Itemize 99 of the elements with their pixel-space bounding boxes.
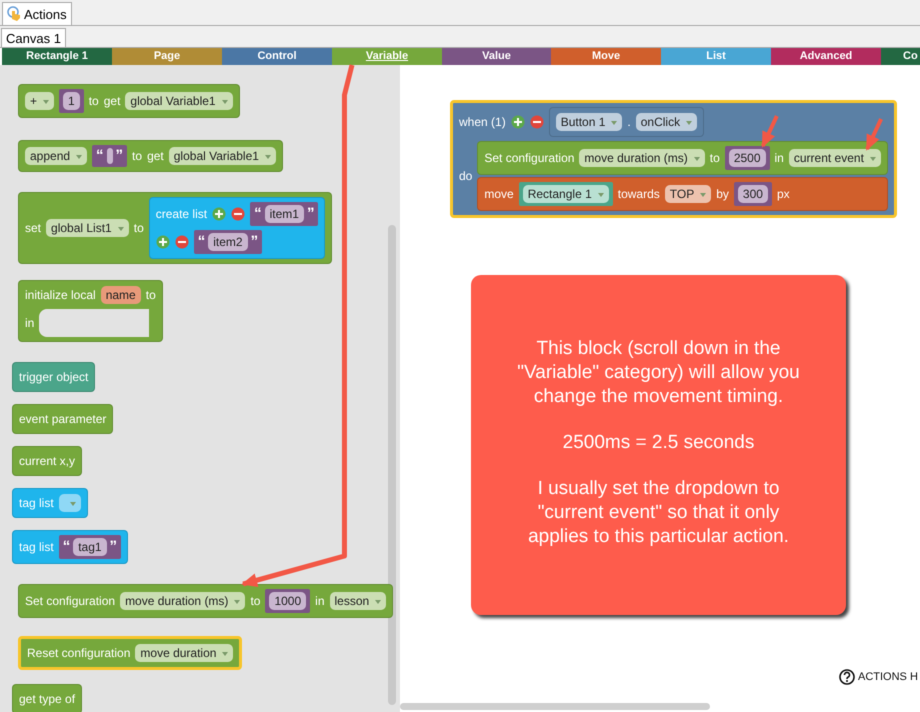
text-field: item2 [208, 233, 248, 251]
block-label: in [774, 151, 784, 165]
dropdown-field: move duration (ms) [120, 592, 246, 610]
dropdown-field: onClick [636, 113, 698, 131]
block-label: move [484, 187, 514, 201]
block-label: trigger object [19, 370, 88, 384]
category-tab: Advanced [771, 48, 881, 65]
block-label: current x,y [19, 454, 76, 468]
block-label: to [710, 151, 720, 165]
code-block [18, 84, 240, 118]
code-block [148, 197, 326, 259]
block-label: to [132, 149, 142, 163]
quote-mark: “ [198, 236, 206, 248]
block-label: get type of [19, 692, 76, 706]
block-label: to [88, 94, 99, 108]
block-label: initialize local [25, 288, 96, 302]
quote-mark: ” [306, 208, 314, 220]
block-label: create list [156, 207, 208, 221]
block-label: to [250, 594, 260, 608]
category-tab: Page [112, 48, 222, 65]
dropdown-field: current event [788, 149, 881, 167]
number-field: 2500 [728, 149, 766, 167]
dropdown-field: + [25, 92, 54, 110]
category-tab: Rectangle 1 [2, 48, 112, 65]
number-field: 1 [63, 92, 80, 110]
window-tab [2, 2, 72, 25]
tab-label: Actions [24, 6, 67, 22]
dropdown-field: append [25, 147, 88, 165]
block-label: to [146, 288, 156, 302]
note-card [471, 275, 846, 615]
category-tab: Co [881, 48, 920, 65]
code-block [450, 100, 897, 218]
block-label: when (1) [459, 115, 506, 129]
dropdown-field: Button 1 [556, 113, 622, 131]
block-label: set [25, 221, 42, 235]
block-label: towards [618, 187, 660, 201]
code-block [18, 636, 242, 670]
block-label: do [459, 169, 472, 183]
block-label: by [716, 187, 729, 201]
quote-mark: ” [116, 150, 124, 162]
quote-mark: ” [110, 541, 118, 553]
dropdown-field: TOP [664, 185, 712, 203]
code-block [18, 140, 283, 172]
arrow [865, 118, 883, 151]
code-block [18, 192, 332, 264]
code-block [12, 446, 82, 476]
code-block [477, 141, 888, 175]
block-label: px [776, 187, 790, 201]
block-label: tag list [19, 496, 54, 510]
block-label: Reset configuration [27, 646, 130, 660]
code-block [12, 488, 88, 518]
block-label: tag list [19, 540, 54, 554]
quote-mark: “ [96, 150, 104, 162]
code-block [12, 404, 114, 434]
block-label: Set configuration [484, 151, 574, 165]
code-block [12, 684, 82, 712]
code-block [548, 107, 704, 137]
dropdown-field: lesson [330, 592, 386, 610]
quote-mark: ” [250, 236, 258, 248]
code-block [12, 530, 128, 564]
block-label: in [25, 316, 34, 330]
help-link: ACTIONS H [858, 671, 918, 683]
code-block [18, 584, 394, 618]
code-block [477, 177, 888, 211]
code-block [18, 280, 163, 342]
note-text: I usually set the dropdown to "current event" so that it only applies to this particular action. [527, 477, 790, 549]
block-label: get [147, 149, 164, 163]
block-label: event parameter [19, 412, 106, 426]
category-tab: Variable [332, 48, 442, 65]
number-field: 1000 [269, 592, 306, 610]
quote-mark: “ [254, 208, 262, 220]
dropdown-field: move duration [135, 644, 234, 662]
block-label: get [104, 94, 120, 108]
arrow [761, 115, 779, 148]
arrow [241, 64, 354, 588]
note-text: 2500ms = 2.5 seconds [562, 431, 756, 455]
block-label: in [315, 594, 324, 608]
dropdown-field: global Variable1 [168, 147, 276, 165]
tab-label: Canvas 1 [6, 30, 61, 46]
block-label: . [627, 115, 631, 129]
block-label: Set configuration [25, 594, 116, 608]
quote-mark: “ [62, 541, 70, 553]
block-label: to [134, 221, 144, 235]
text-field: tag1 [73, 538, 107, 556]
number-block [724, 146, 770, 170]
note-text: This block (scroll down in the "Variable" category) will allow you change the movement timing. [516, 337, 801, 409]
category-tab: List [661, 48, 771, 65]
category-tab: Value [442, 48, 551, 65]
text-field: item1 [264, 205, 304, 223]
category-tab: Move [551, 48, 661, 65]
category-tab: Control [222, 48, 332, 65]
dropdown-field: global Variable1 [125, 92, 233, 110]
dropdown-field: move duration (ms) [579, 149, 705, 167]
code-block [12, 362, 96, 392]
variable-name-field: name [100, 286, 141, 304]
dropdown-field: global List1 [46, 219, 129, 237]
number-field: 300 [738, 185, 768, 203]
window-tab [1, 28, 66, 47]
dropdown-field: Rectangle 1 [522, 185, 609, 203]
